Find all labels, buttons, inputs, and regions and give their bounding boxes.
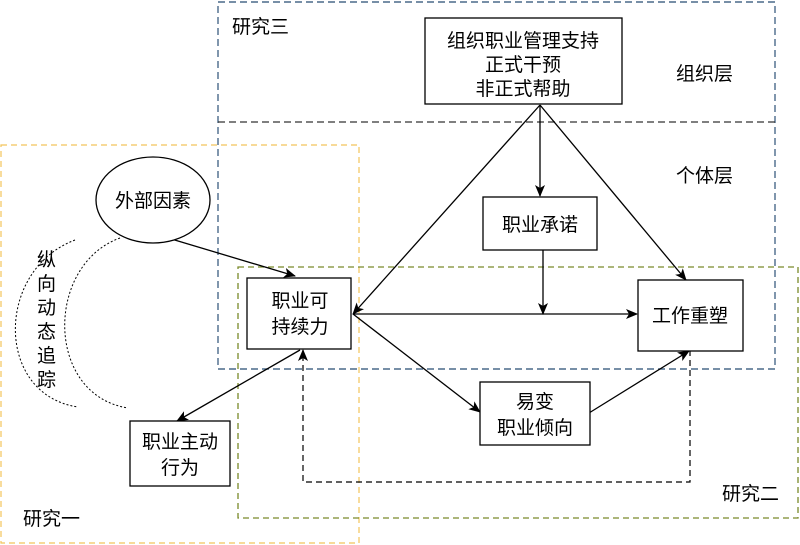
svg-text:向: 向 xyxy=(37,273,56,295)
longitudinal-arc-inner xyxy=(64,237,129,409)
svg-text:工作重塑: 工作重塑 xyxy=(652,305,728,327)
svg-text:外部因素: 外部因素 xyxy=(115,190,191,212)
arrow-protean-to-crafting xyxy=(588,350,690,414)
svg-text:态: 态 xyxy=(37,321,56,343)
svg-text:职业承诺: 职业承诺 xyxy=(502,214,578,236)
node-career-commitment: 职业承诺 xyxy=(482,196,598,251)
svg-text:纵: 纵 xyxy=(37,249,56,271)
arrow-org-to-crafting xyxy=(539,104,687,281)
svg-text:持续力: 持续力 xyxy=(271,316,328,338)
node-protean-career: 易变 职业倾向 xyxy=(479,381,591,446)
node-job-crafting: 工作重塑 xyxy=(637,279,744,352)
arrow-org-to-sustainability xyxy=(352,104,541,315)
svg-text:行为: 行为 xyxy=(161,457,199,479)
study3-label: 研究三 xyxy=(232,16,289,38)
node-external-factors: 外部因素 xyxy=(95,156,211,244)
longitudinal-label: 纵 向 动 态 追 踪 xyxy=(37,249,56,391)
study2-region xyxy=(237,266,799,519)
svg-text:动: 动 xyxy=(37,297,56,319)
svg-text:组织职业管理支持: 组织职业管理支持 xyxy=(447,30,599,52)
node-org-career-support: 组织职业管理支持 正式干预 非正式帮助 xyxy=(424,17,623,105)
svg-text:正式干预: 正式干预 xyxy=(485,54,561,76)
svg-text:职业主动: 职业主动 xyxy=(142,431,218,453)
arrow-sustainability-to-protean xyxy=(352,313,481,413)
svg-text:追: 追 xyxy=(37,345,56,367)
svg-text:非正式帮助: 非正式帮助 xyxy=(475,78,570,100)
longitudinal-arc-outer xyxy=(14,239,79,408)
study1-label: 研究一 xyxy=(23,508,80,530)
svg-text:职业倾向: 职业倾向 xyxy=(497,417,573,439)
node-proactive-behavior: 职业主动 行为 xyxy=(129,420,231,487)
node-career-sustainability: 职业可 持续力 xyxy=(246,277,352,350)
individual-level-label: 个体层 xyxy=(676,165,733,187)
svg-text:职业可: 职业可 xyxy=(271,290,328,312)
svg-text:踪: 踪 xyxy=(37,369,56,391)
svg-text:易变: 易变 xyxy=(516,391,554,413)
arrow-sustainability-to-proactive xyxy=(176,349,301,422)
study3-region xyxy=(217,1,776,370)
arrow-external-to-sustainability xyxy=(167,237,296,278)
feedback-loop-arrow xyxy=(298,349,691,483)
org-level-label: 组织层 xyxy=(676,63,733,85)
study1-region xyxy=(0,144,360,544)
study2-label: 研究二 xyxy=(722,483,779,505)
